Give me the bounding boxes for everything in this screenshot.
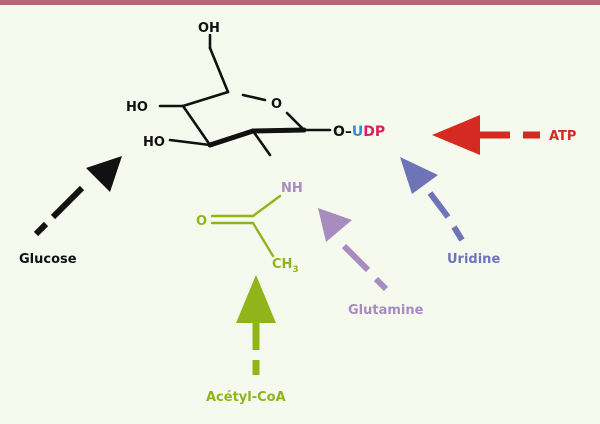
ch-text: CH xyxy=(272,257,292,272)
glucose-label: Glucose xyxy=(19,252,77,267)
oh-top-label: OH xyxy=(198,21,220,36)
top-border xyxy=(0,0,600,5)
glutamine-arrow-icon xyxy=(318,208,389,292)
glucosamine-ring xyxy=(158,33,332,157)
dp-letters: DP xyxy=(363,124,385,140)
uridine-label: Uridine xyxy=(447,252,500,267)
ho-lower-label: HO xyxy=(143,135,165,150)
uridine-arrow-icon xyxy=(400,157,465,242)
arrow-left-icon xyxy=(432,115,540,155)
arrow-up-right-icon xyxy=(33,156,122,237)
ch3-label: CH3 xyxy=(272,257,299,275)
arrow-up-icon xyxy=(236,275,276,375)
ring-oxygen-label: O xyxy=(271,97,282,112)
atp-label: ATP xyxy=(549,129,576,144)
glutamine-label: Glutamine xyxy=(348,303,424,318)
o-udp-label: O–UDP xyxy=(333,124,385,140)
ho-upper-label: HO xyxy=(126,100,148,115)
carbonyl-o-label: O xyxy=(196,214,207,229)
acetyl-group xyxy=(210,194,282,258)
acetyl-coa-label: Acétyl-CoA xyxy=(206,390,286,405)
o-link: O– xyxy=(333,124,352,140)
ch3-subscript: 3 xyxy=(292,265,298,275)
u-letter: U xyxy=(352,124,363,140)
nh-label: NH xyxy=(281,181,303,196)
